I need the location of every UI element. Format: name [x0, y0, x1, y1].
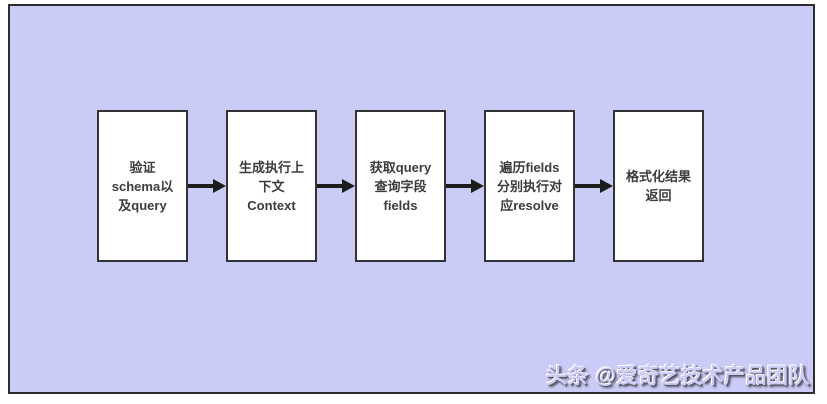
- flow-connector: [575, 110, 613, 262]
- flow-connector: [446, 110, 484, 262]
- step-box-format-return: 格式化结果 返回: [613, 110, 704, 262]
- step-label: 生成执行上 下文 Context: [238, 159, 304, 213]
- step-label: 格式化结果 返回: [625, 169, 691, 203]
- arrow-shaft: [317, 184, 344, 188]
- arrow-right-icon: [213, 179, 226, 193]
- step-box-validate: 验证 schema以 及query: [97, 110, 188, 262]
- flow-connector: [188, 110, 226, 262]
- step-box-resolve: 遍历fields 分别执行对 应resolve: [484, 110, 575, 262]
- step-label: 验证 schema以 及query: [111, 159, 174, 213]
- step-box-context: 生成执行上 下文 Context: [226, 110, 317, 262]
- step-label: 遍历fields 分别执行对 应resolve: [496, 159, 562, 213]
- diagram-canvas: 验证 schema以 及query 生成执行上 下文 Context 获取que…: [8, 4, 815, 394]
- watermark: 头条 @爱奇艺技术产品团队: [546, 365, 810, 388]
- step-box-get-fields: 获取query 查询字段 fields: [355, 110, 446, 262]
- flowchart: 验证 schema以 及query 生成执行上 下文 Context 获取que…: [97, 110, 704, 262]
- arrow-right-icon: [342, 179, 355, 193]
- arrow-right-icon: [600, 179, 613, 193]
- arrow-shaft: [188, 184, 215, 188]
- flow-connector: [317, 110, 355, 262]
- arrow-shaft: [575, 184, 602, 188]
- arrow-shaft: [446, 184, 473, 188]
- step-label: 获取query 查询字段 fields: [369, 159, 432, 213]
- arrow-right-icon: [471, 179, 484, 193]
